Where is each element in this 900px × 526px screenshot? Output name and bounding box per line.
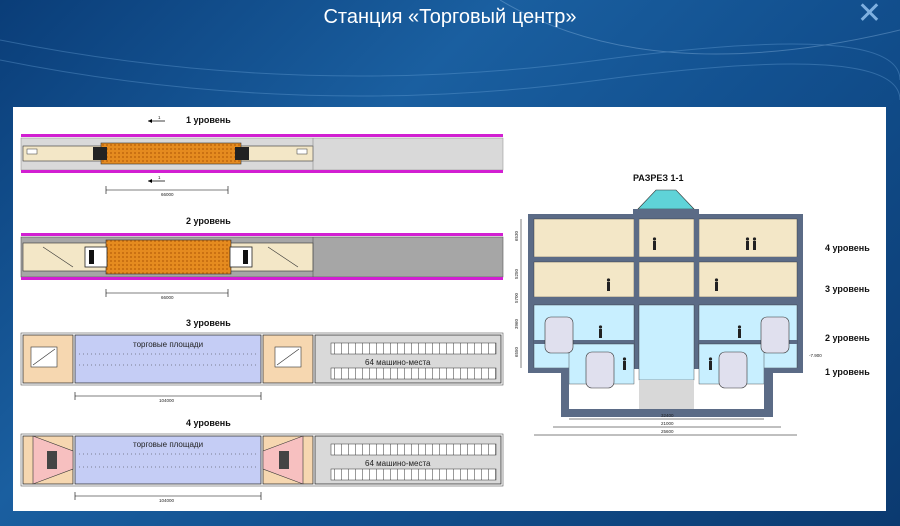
height-dim: 5250 — [514, 268, 519, 279]
height-dim: 5700 — [514, 292, 519, 303]
slide-title: Станция «Торговый центр» — [323, 6, 577, 28]
station-drawing: 1 1 уровень 1 66000 2 уровень — [20, 115, 870, 503]
level-2-plan: 2 уровень 66000 — [20, 216, 504, 300]
level-3-plan: 3 уровень торговые площади 64 машино-мес… — [20, 318, 504, 403]
rail-line — [21, 170, 503, 173]
drawing-panel: 1 1 уровень 1 66000 2 уровень — [13, 107, 886, 511]
width-dim: 32400 — [661, 413, 674, 418]
section-level-label: 3 уровень — [825, 284, 870, 294]
close-icon[interactable]: ✕ — [856, 0, 882, 31]
parking-label: 64 машино-места — [365, 358, 431, 367]
stair — [235, 147, 249, 160]
height-dim: 6550 — [514, 346, 519, 357]
level-1-plan: 1 1 уровень 1 66000 — [20, 115, 504, 197]
section-marker-bottom: 1 — [158, 175, 161, 180]
parking-label: 64 машино-места — [365, 459, 431, 468]
section-title: РАЗРЕЗ 1-1 — [633, 173, 684, 183]
platform — [105, 239, 232, 275]
retail-label: торговые площади — [133, 440, 203, 449]
height-dim: 3960 — [514, 318, 519, 329]
elevation-mark: -7.900 — [809, 353, 822, 358]
dimension-label: 66000 — [161, 192, 174, 197]
stair — [93, 147, 107, 160]
person-icons — [598, 237, 757, 370]
section-level-label: 4 уровень — [825, 243, 870, 253]
dimension-label: 66000 — [161, 295, 174, 300]
level-3-label: 3 уровень — [186, 318, 231, 328]
level-4-plan: 4 уровень торговые площади 64 машино-мес… — [20, 418, 504, 503]
width-dim: 25600 — [661, 429, 674, 434]
train — [544, 316, 574, 354]
platform — [100, 142, 242, 165]
train — [760, 316, 790, 354]
retail-label: торговые площади — [133, 340, 203, 349]
train — [585, 351, 615, 389]
retail-area — [74, 435, 262, 485]
rail-line — [21, 134, 503, 137]
level-4-label: 4 уровень — [186, 418, 231, 428]
section-marker-top: 1 — [158, 115, 161, 120]
section-level-label: 2 уровень — [825, 333, 870, 343]
dimension-label: 104000 — [159, 498, 175, 503]
skylight — [637, 189, 695, 210]
width-dim: 21000 — [661, 421, 674, 426]
height-dim: 6530 — [514, 230, 519, 241]
train — [718, 351, 748, 389]
retail-area — [74, 334, 262, 384]
level-1-label: 1 уровень — [186, 115, 231, 125]
cross-section: РАЗРЕЗ 1-1 — [514, 173, 870, 436]
dimension-label: 104000 — [159, 398, 175, 403]
level-2-label: 2 уровень — [186, 216, 231, 226]
section-level-label: 1 уровень — [825, 367, 870, 377]
